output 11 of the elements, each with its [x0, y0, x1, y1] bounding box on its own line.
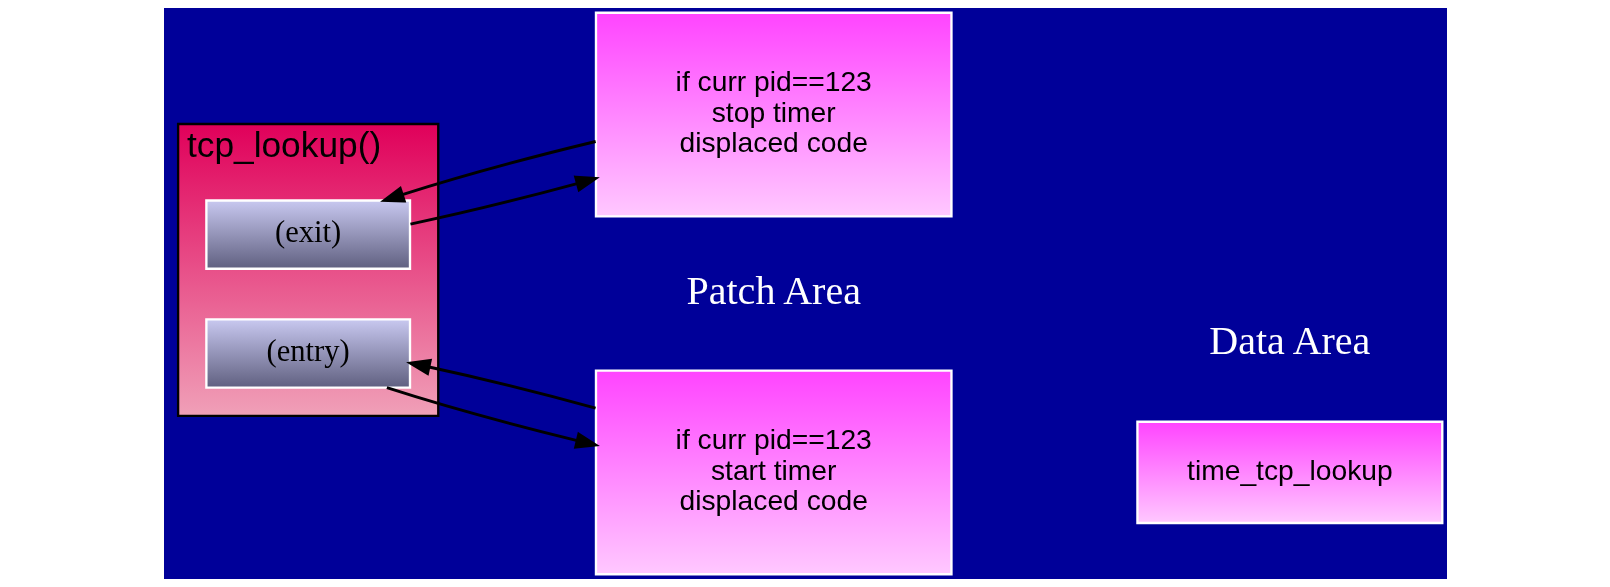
arrow [379, 140, 596, 203]
arrow [409, 175, 600, 226]
node-box: time_tcp_lookup [1135, 420, 1443, 525]
label: Patch Area [685, 267, 861, 313]
label: Data Area [1208, 318, 1370, 364]
node-box: if curr pid==123 stop timer displaced code [594, 11, 953, 218]
arrow [405, 358, 596, 410]
node-box: (exit) [204, 199, 411, 270]
arrow [385, 386, 600, 449]
node-box: (entry) [204, 318, 411, 389]
node-box: if curr pid==123 start timer displaced code [594, 369, 953, 576]
